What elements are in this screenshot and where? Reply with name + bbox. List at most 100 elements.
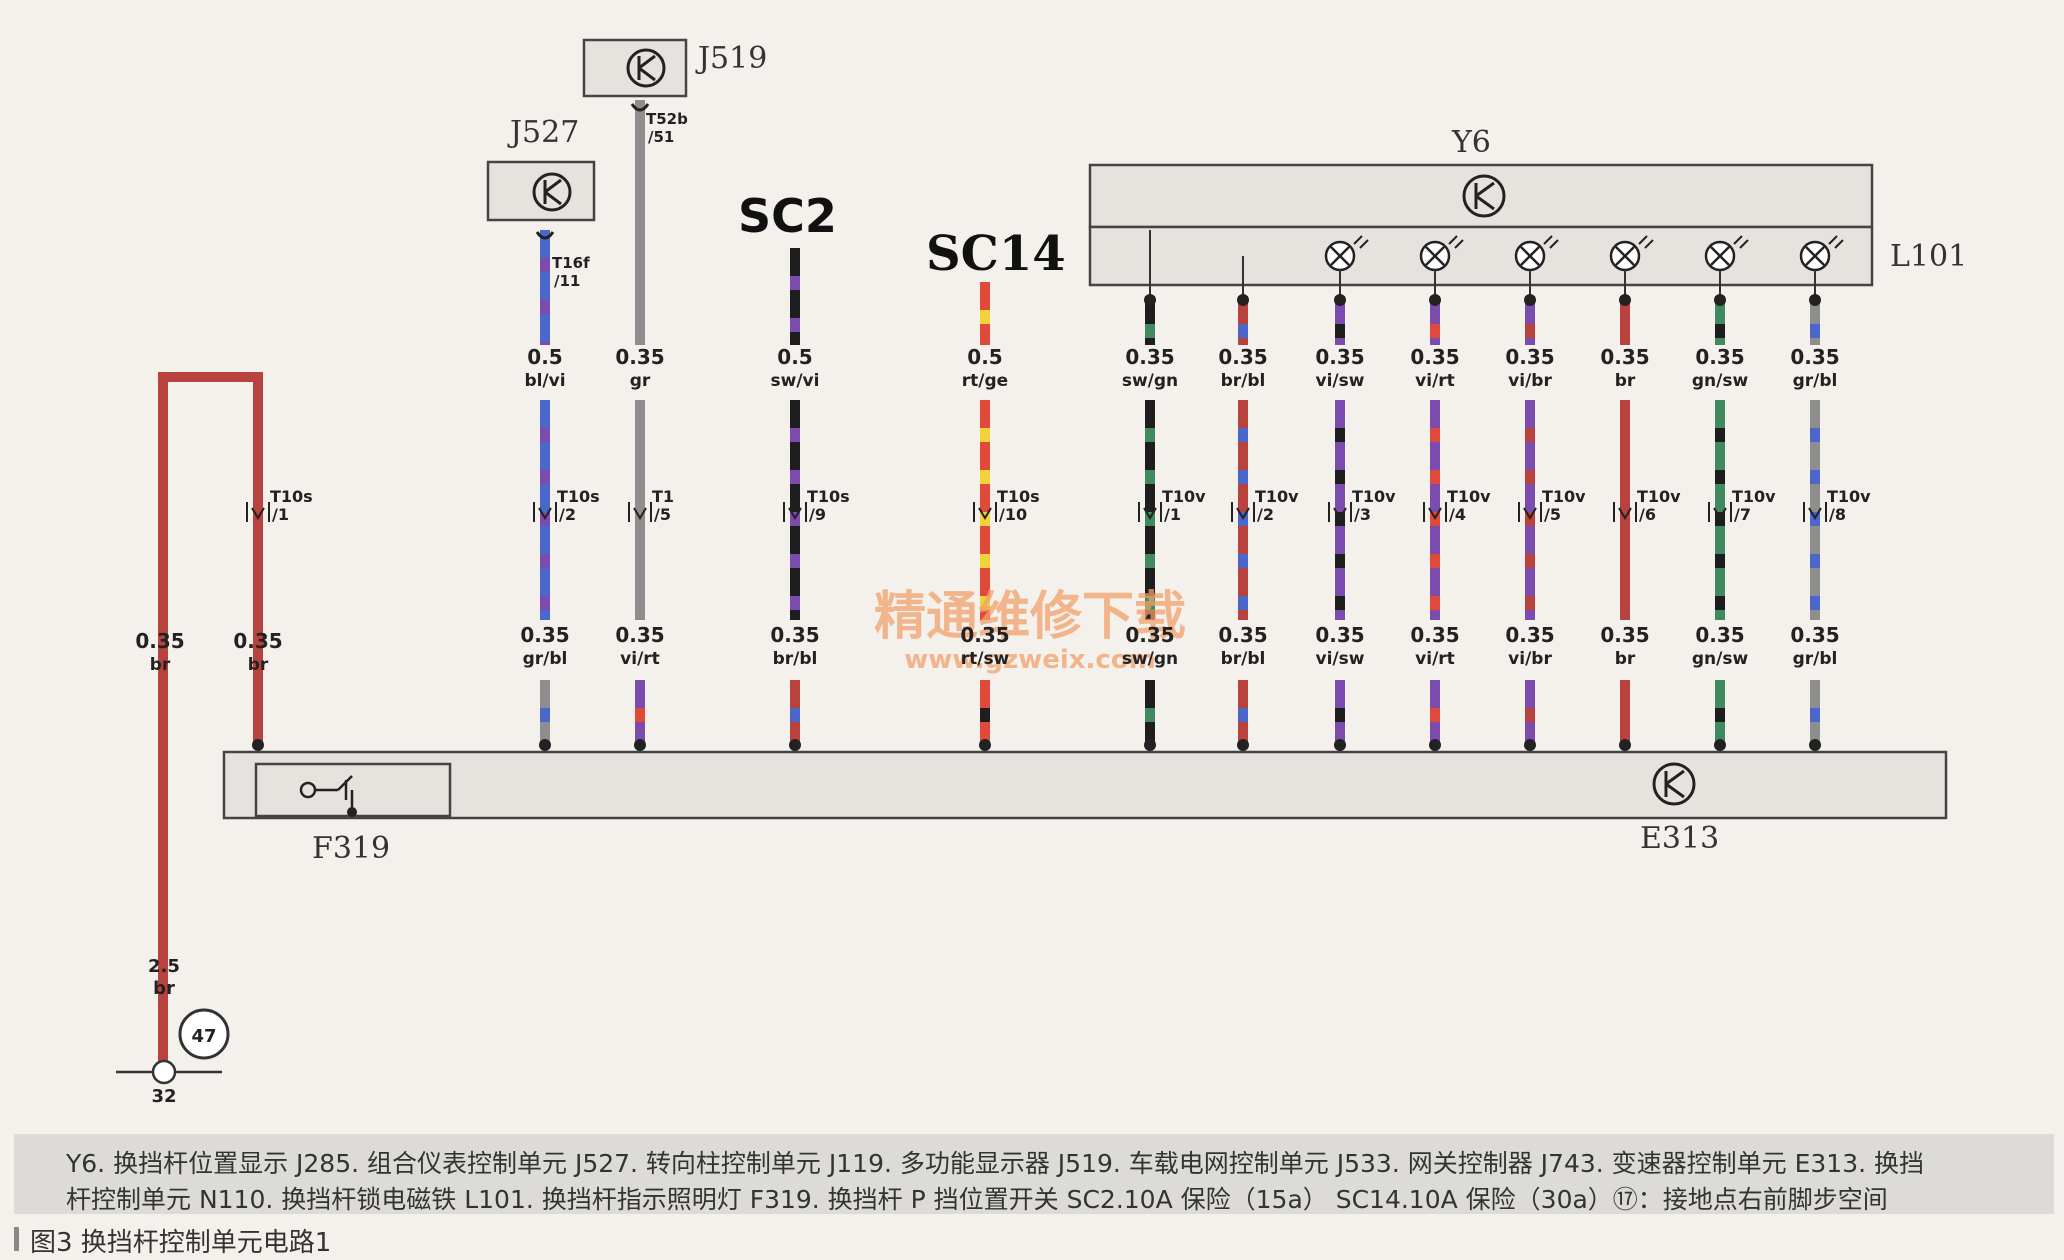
wire-color-label: vi/br [1508, 371, 1552, 391]
connector-pin: /2 [559, 505, 576, 524]
e313-label: E313 [1640, 821, 1719, 856]
wire-color-label: br [248, 655, 269, 675]
ground-wire-size: 2.5 [148, 956, 180, 977]
wire-junction [789, 739, 801, 751]
wire-color-label: gr/bl [523, 649, 568, 669]
control-unit-icon [532, 172, 572, 212]
wire-size-label: 0.35 [1410, 623, 1459, 647]
wire-color-label: sw/vi [771, 371, 820, 391]
wire-lower-segment [540, 680, 550, 745]
lamp-icon [1324, 235, 1369, 300]
label-layer: 0.35brT10s/10.35br0.5bl/viT10s/20.35gr/b… [135, 103, 1871, 751]
wire-upper-segment [635, 100, 645, 345]
wire-size-label: 0.35 [770, 623, 819, 647]
ground-wire-color: br [153, 978, 175, 999]
wire-size-label: 0.35 [1505, 623, 1554, 647]
connector-symbol [1803, 502, 1827, 522]
connector-pin: /1 [272, 505, 289, 524]
wire-junction [1429, 739, 1441, 751]
connector-symbol [1328, 502, 1352, 522]
wire-size-label: 0.35 [1125, 345, 1174, 369]
ground-point-badge [178, 1008, 230, 1060]
ground-return-wire [158, 372, 263, 1062]
connector-label: T1 [652, 487, 674, 506]
connector-pin: /7 [1734, 505, 1751, 524]
connector-symbol [628, 502, 652, 522]
j519-label: J519 [695, 41, 767, 76]
wire-middle-segment [1620, 400, 1630, 620]
wire-color-label: br [150, 655, 171, 675]
connector-symbol [1518, 502, 1542, 522]
wire-color-label: br [1615, 649, 1636, 669]
wire-middle-segment [1335, 400, 1345, 620]
wire-color-label: gr/bl [1793, 649, 1838, 669]
wire-junction [539, 739, 551, 751]
connector-label: T10v [1352, 487, 1396, 506]
wire-lower-segment [1145, 680, 1155, 745]
connector-pin: /5 [1544, 505, 1561, 524]
connector-pin: /4 [1449, 505, 1466, 524]
connector-symbol [1423, 502, 1447, 522]
wire-junction [1524, 739, 1536, 751]
connector-label: T10v [1162, 487, 1206, 506]
wire-lower-segment [635, 680, 645, 745]
control-unit-icon [626, 48, 666, 88]
wire-size-label: 0.35 [960, 623, 1009, 647]
wire-layer [158, 100, 1820, 1062]
figure-caption: 图3 换挡杆控制单元电路1 [30, 1228, 332, 1258]
wire-middle-segment [1810, 400, 1820, 620]
ground-point-number: 47 [191, 1026, 216, 1047]
ground-point: 47 32 2.5 br [116, 956, 230, 1107]
wire-size-label: 0.35 [1410, 345, 1459, 369]
connector-label: T10v [1255, 487, 1299, 506]
wire-junction [979, 739, 991, 751]
watermark-url: www.gzweix.com [904, 645, 1156, 675]
wire-size-label: 0.35 [1600, 623, 1649, 647]
wire-size-label: 0.35 [135, 629, 184, 653]
watermark-cn: 精通维修下载 [874, 587, 1186, 647]
wire-color-label: vi/br [1508, 649, 1552, 669]
j527-module: J527 [486, 115, 596, 222]
wire-junction [1524, 294, 1536, 306]
y6-module: Y6 L101 [1088, 125, 1967, 300]
wire-lower-segment [1715, 680, 1725, 745]
connector-pin: /10 [999, 505, 1027, 524]
wire-junction [1334, 739, 1346, 751]
wire-junction [252, 739, 264, 751]
control-unit-icon [1652, 762, 1696, 806]
wire-size-label: 0.35 [1695, 623, 1744, 647]
wire-lower-segment [1430, 680, 1440, 745]
wire-size-label: 0.35 [1315, 345, 1364, 369]
wire-color-label: gn/sw [1692, 649, 1749, 669]
connector-label: T10v [1637, 487, 1681, 506]
connector-clip [535, 231, 555, 240]
connector-label: T10v [1827, 487, 1871, 506]
connector-symbol [973, 502, 997, 522]
wire-color-label: vi/rt [1415, 371, 1455, 391]
wire-size-label: 0.35 [1600, 345, 1649, 369]
wire-color-label: rt/ge [962, 371, 1008, 391]
connector-pin: /1 [1164, 505, 1181, 524]
connector-pin: /3 [1354, 505, 1371, 524]
sc2-fuse-label: SC2 [738, 189, 837, 243]
wire-size-label: 0.35 [1315, 623, 1364, 647]
wire-middle-segment [1430, 400, 1440, 620]
connector-symbol [533, 502, 557, 522]
wire-color-label: vi/sw [1316, 649, 1365, 669]
wire-upper-segment [980, 282, 990, 345]
lamp-icon [1609, 235, 1654, 300]
wire-junction [1144, 294, 1156, 306]
j519-connector-label: T52b [646, 110, 688, 128]
wire-size-label: 0.35 [1125, 623, 1174, 647]
connector-symbol [1708, 502, 1732, 522]
wire-junction [1714, 294, 1726, 306]
connector-symbol [246, 502, 270, 522]
j527-connector-pin: /11 [554, 272, 580, 290]
wire-lower-segment [790, 680, 800, 745]
wire-color-label: br [1615, 371, 1636, 391]
connector-pin: /6 [1639, 505, 1656, 524]
connector-pin: /8 [1829, 505, 1846, 524]
wire-junction [1619, 294, 1631, 306]
wire-size-label: 0.35 [520, 623, 569, 647]
